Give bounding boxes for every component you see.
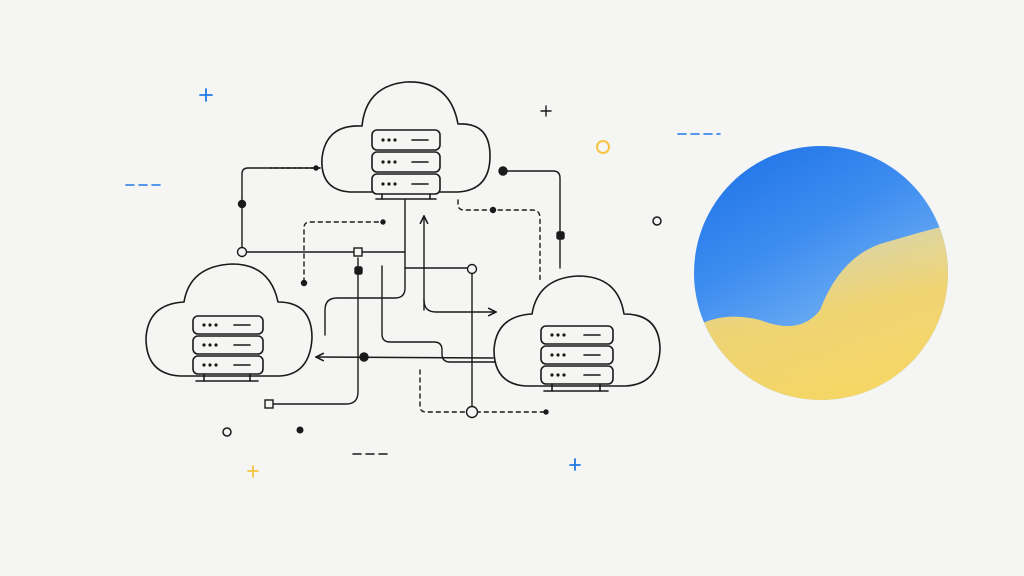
connection-lines (241, 167, 561, 413)
link-top-vertical (324, 199, 406, 336)
node-ring (465, 405, 479, 419)
node-dot (237, 199, 247, 209)
plus-icon (569, 458, 581, 471)
link-bottom-dashed (419, 369, 547, 413)
link-square-vertical (269, 257, 359, 405)
plus-icon (540, 105, 552, 117)
node-ring (236, 246, 248, 258)
plus-icon (199, 88, 213, 102)
node-square (353, 247, 363, 257)
ring-dot-icon (596, 140, 610, 154)
cloud-server-top (321, 81, 491, 200)
node-dot (380, 219, 386, 225)
link-mid-to-right (381, 265, 496, 363)
node-square-solid (354, 266, 363, 275)
node-dot (489, 206, 497, 214)
node-dot (498, 166, 508, 176)
server-stack-icon (192, 315, 264, 382)
link-dashed-mid (303, 221, 384, 283)
link-top-left (241, 167, 321, 253)
link-left-arrow (316, 357, 494, 358)
solid-dot-icon (296, 426, 304, 434)
ring-dot-icon (222, 427, 232, 437)
cloud-server-left (145, 263, 313, 382)
line-nodes (236, 165, 565, 419)
server-stack-icon (371, 129, 441, 200)
cloud-server-right (493, 275, 661, 392)
plus-icon (247, 465, 259, 478)
node-dot (300, 279, 308, 287)
node-square-solid (556, 231, 565, 240)
link-right-arrow (423, 299, 496, 312)
link-top-right-dashed (457, 199, 541, 281)
node-ring (466, 263, 478, 275)
decorations (125, 88, 721, 478)
gradient-sphere (694, 146, 948, 400)
ring-dot-icon (652, 216, 662, 226)
node-dot (359, 352, 369, 362)
node-square (264, 399, 274, 409)
node-dot (313, 165, 319, 171)
server-stack-icon (540, 325, 614, 392)
link-top-right (502, 170, 561, 269)
node-dot (543, 409, 549, 415)
